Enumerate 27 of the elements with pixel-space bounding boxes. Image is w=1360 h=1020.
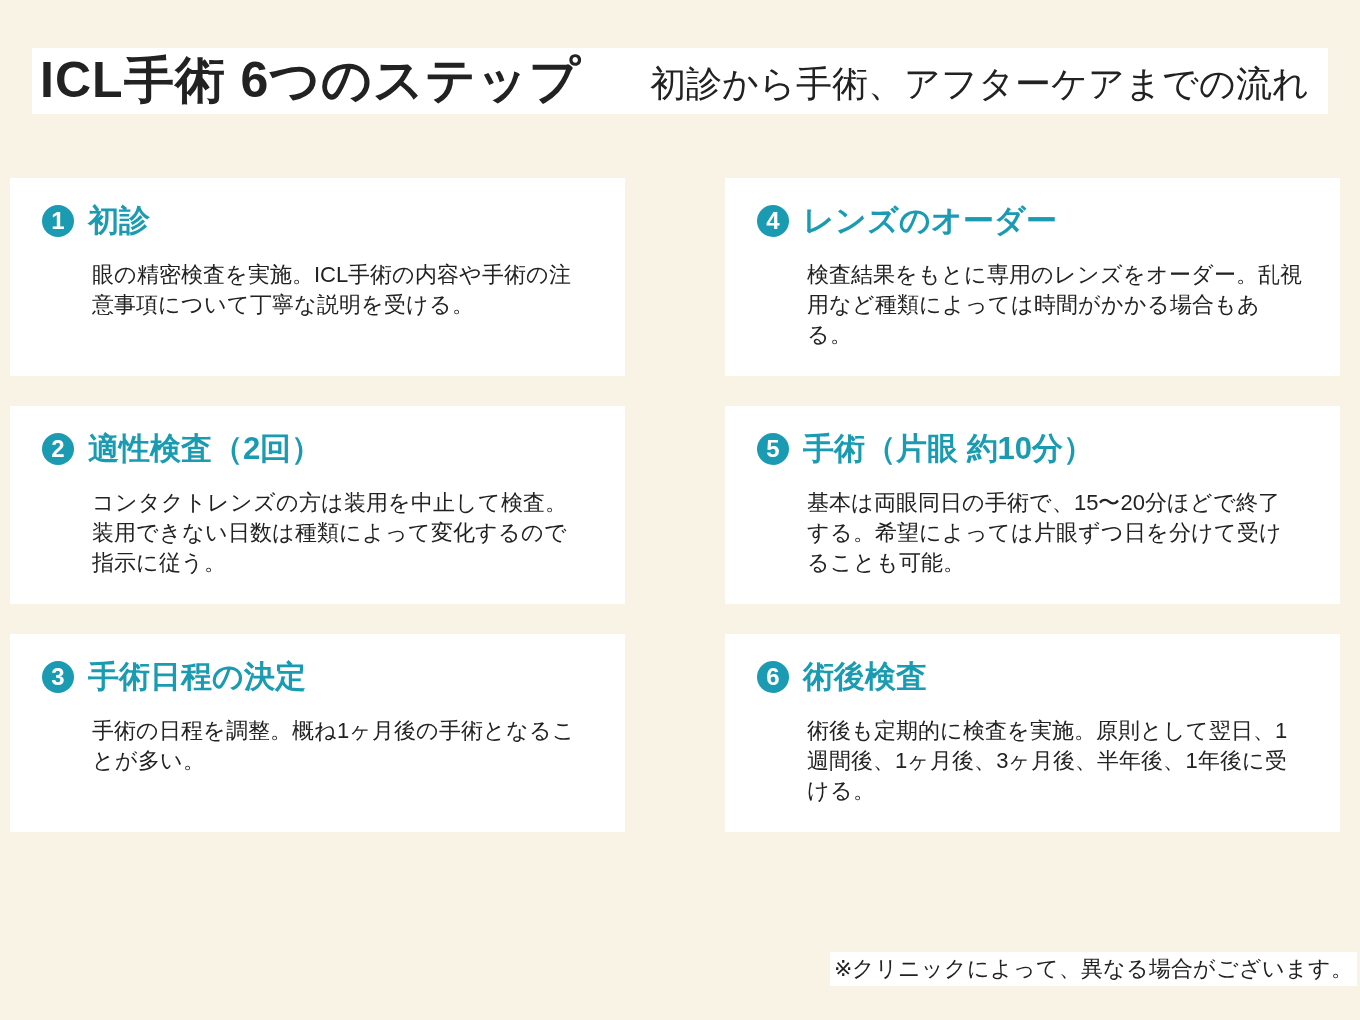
step-card: [10, 406, 625, 604]
step-number: 5: [757, 433, 789, 465]
step-description: コンタクトレンズの方は装用を中止して検査。装用できない日数は種類によって変化するので指示に従う。: [92, 489, 568, 577]
step-card: [725, 178, 1340, 376]
step-card: [725, 634, 1340, 832]
step-description: 手術の日程を調整。概ね1ヶ月後の手術となることが多い。: [92, 717, 577, 775]
step-number: 1: [42, 205, 74, 237]
step-card: [10, 178, 625, 376]
subtitle: 初診から手術、アフターケアまでの流れ: [650, 62, 1309, 106]
title: ICL手術 6つのステップ: [40, 51, 582, 110]
step-number: 3: [42, 661, 74, 693]
step-heading: 初診: [88, 202, 150, 240]
step-number: 4: [757, 205, 789, 237]
step-heading: 手術日程の決定: [88, 658, 306, 696]
step-number: 2: [42, 433, 74, 465]
step-heading: 手術（片眼 約10分）: [803, 430, 1095, 468]
step-card: [10, 634, 625, 832]
footnote: ※クリニックによって、異なる場合がございます。: [830, 952, 1358, 986]
step-card: [725, 406, 1340, 604]
step-heading: 術後検査: [803, 658, 927, 696]
step-number: 6: [757, 661, 789, 693]
step-description: 検査結果をもとに専用のレンズをオーダー。乱視用など種類によっては時間がかかる場合もある。: [807, 261, 1302, 349]
step-description: 術後も定期的に検査を実施。原則として翌日、1週間後、1ヶ月後、3ヶ月後、半年後、1年後に受ける。: [807, 717, 1289, 805]
step-heading: レンズのオーダー: [803, 202, 1057, 240]
step-heading: 適性検査（2回）: [88, 430, 323, 468]
step-description: 眼の精密検査を実施。ICL手術の内容や手術の注意事項について丁寧な説明を受ける。: [92, 261, 573, 319]
step-description: 基本は両眼同日の手術で、15〜20分ほどで終了する。希望によっては片眼ずつ日を分けて受けることも可能。: [807, 489, 1283, 577]
